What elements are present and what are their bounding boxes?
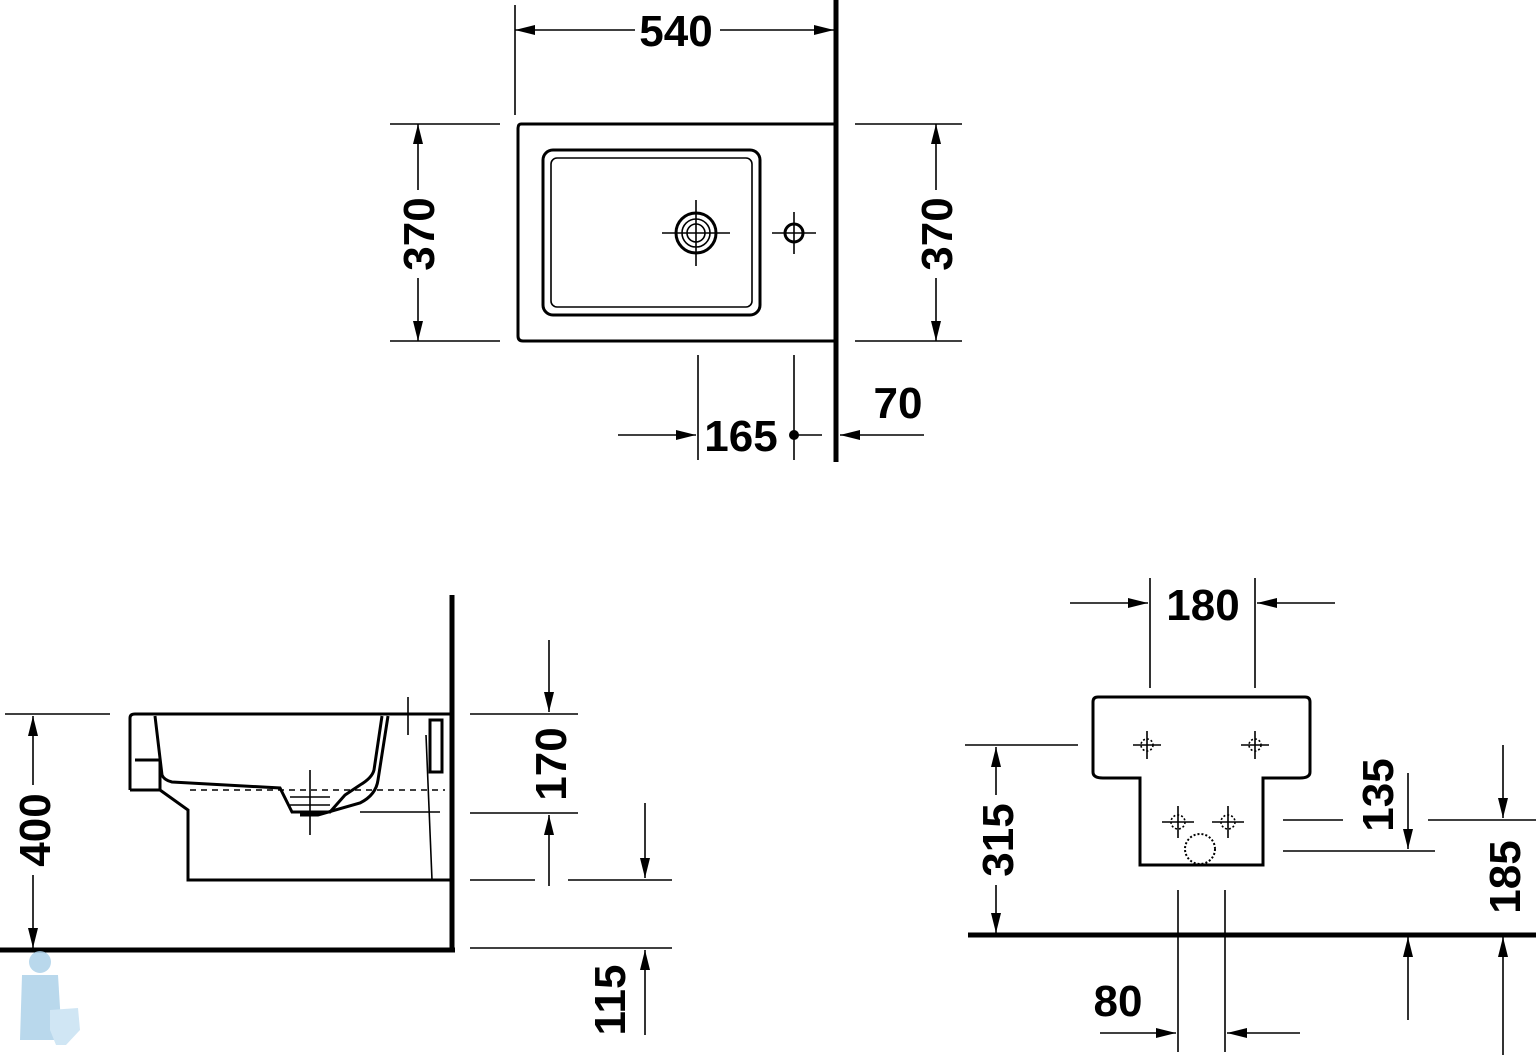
fixing-hole-icon	[1133, 731, 1269, 759]
bidet-outline	[516, 122, 838, 343]
dim-drain-spacing: 80	[1094, 977, 1143, 1026]
dim-supply-height: 135	[1354, 758, 1403, 831]
bowl-inner	[550, 157, 753, 308]
dim-height: 400	[11, 793, 60, 866]
tap-hole-icon	[772, 212, 816, 254]
dim-width: 540	[639, 7, 712, 56]
dim-tap-offset: 165	[704, 412, 777, 461]
dim-bottom-clearance: 115	[586, 965, 635, 1036]
dim-fixing-height: 315	[974, 803, 1023, 876]
dim-bowl-depth: 170	[527, 727, 576, 800]
bowl-outer	[541, 148, 762, 317]
bidet-profile	[128, 697, 450, 882]
dim-fixing-spacing: 180	[1166, 581, 1239, 630]
dim-depth-right: 370	[913, 197, 962, 270]
plumber-watermark-icon	[20, 951, 80, 1045]
dim-depth-left: 370	[395, 197, 444, 270]
front-view: 180 315 135 185 80	[965, 578, 1536, 1055]
side-view: 400 170 115	[0, 595, 672, 1045]
dim-wall-offset: 70	[874, 379, 923, 428]
top-view: 540 370 370 165 70	[390, 0, 962, 462]
bidet-front-outline	[1091, 695, 1312, 867]
dim-drain-height: 185	[1481, 840, 1530, 913]
drain-hole-icon	[1184, 833, 1216, 865]
drain-icon	[662, 200, 730, 266]
supply-hole-icon	[1162, 806, 1244, 838]
